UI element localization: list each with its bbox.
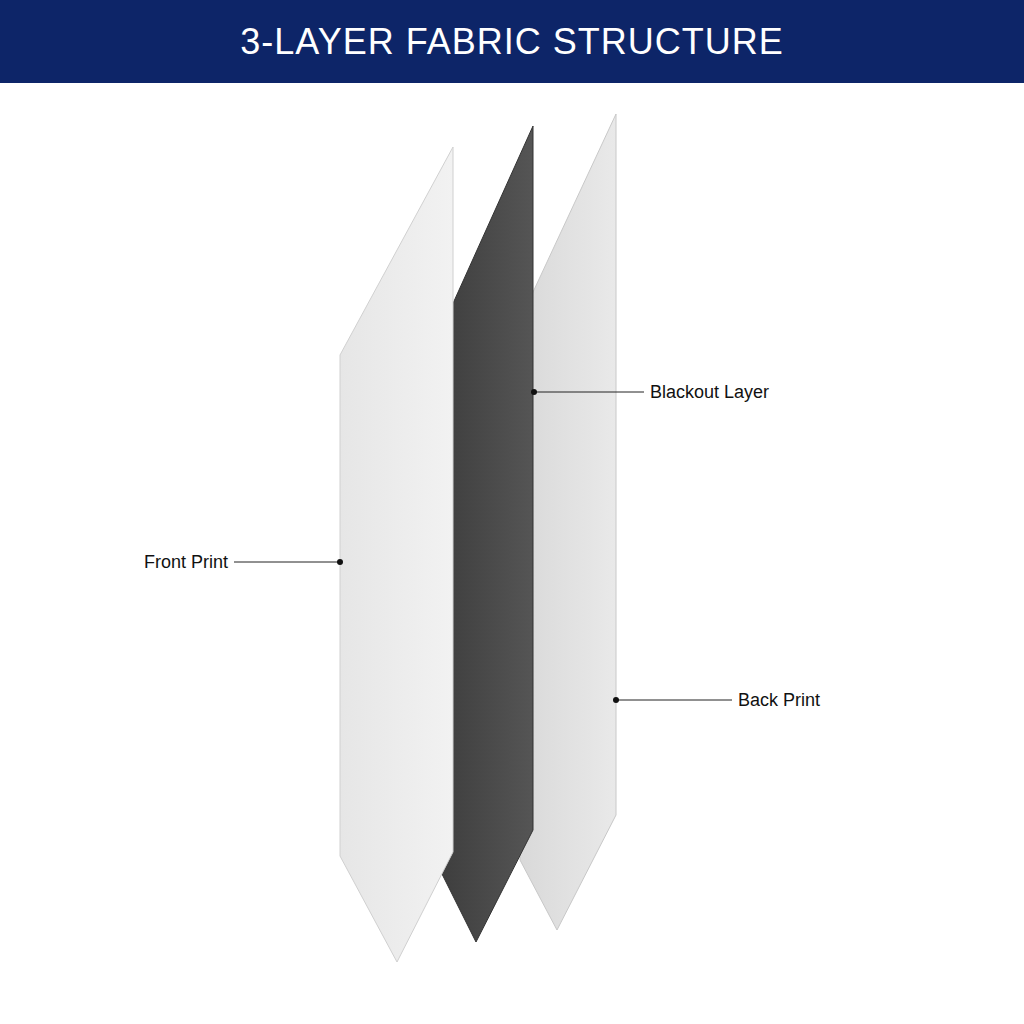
front-layer — [340, 147, 453, 962]
leader-line — [616, 700, 732, 701]
leader-dot — [337, 559, 343, 565]
leader-dot — [531, 389, 537, 395]
part-label: Blackout Layer — [648, 381, 771, 403]
part-label: Front Print — [142, 551, 230, 573]
blackout-layer — [441, 126, 533, 942]
back-layer — [520, 114, 616, 930]
part-label: Back Print — [736, 689, 822, 711]
page-title: 3-LAYER FABRIC STRUCTURE — [0, 0, 1024, 83]
leader-dot — [613, 697, 619, 703]
leader-line — [534, 392, 644, 393]
leader-line — [234, 562, 340, 563]
